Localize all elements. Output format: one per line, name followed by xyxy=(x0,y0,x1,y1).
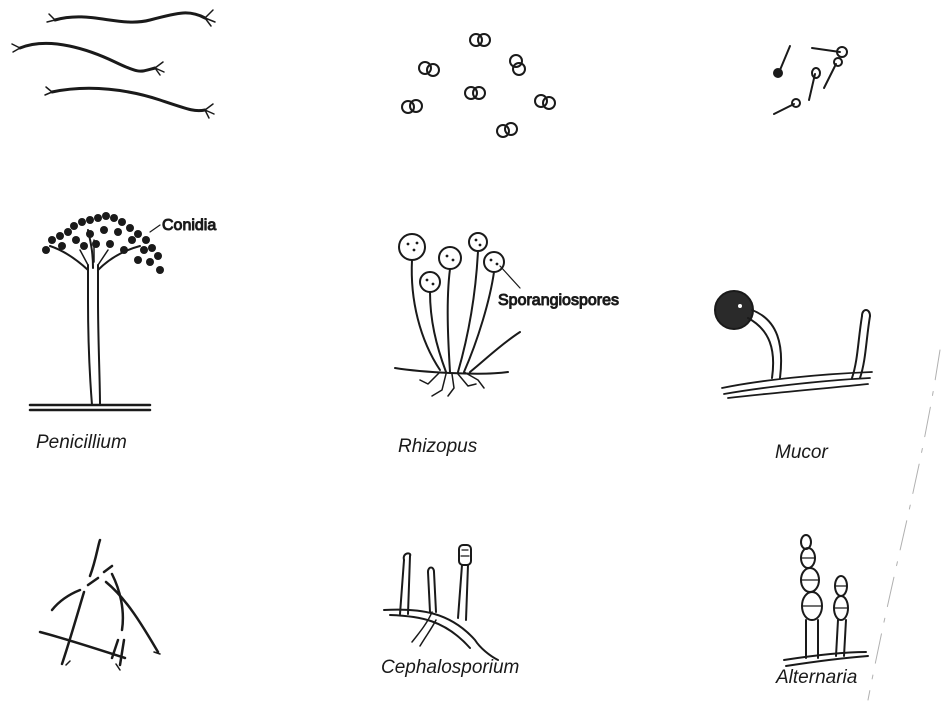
caption-penicillium: Penicillium xyxy=(36,432,127,454)
segmented-hyphae-drawing xyxy=(40,540,160,670)
conidia-label: Conidia xyxy=(162,217,216,234)
alternaria-drawing xyxy=(784,535,868,666)
wavy-filaments-drawing xyxy=(12,10,215,118)
caption-mucor: Mucor xyxy=(775,442,828,464)
caption-alternaria: Alternaria xyxy=(776,667,857,689)
rhizopus-drawing xyxy=(395,233,520,396)
cephalosporium-drawing xyxy=(384,545,498,660)
mucor-drawing xyxy=(715,291,872,398)
club-spores-drawing xyxy=(774,46,847,114)
scan-mark xyxy=(868,350,940,700)
sporangiospores-label: Sporangiospores xyxy=(498,292,619,309)
caption-cephalosporium: Cephalosporium xyxy=(381,657,519,679)
caption-rhizopus: Rhizopus xyxy=(398,436,477,458)
penicillium-drawing xyxy=(30,212,164,410)
paired-spores-drawing xyxy=(402,34,555,137)
